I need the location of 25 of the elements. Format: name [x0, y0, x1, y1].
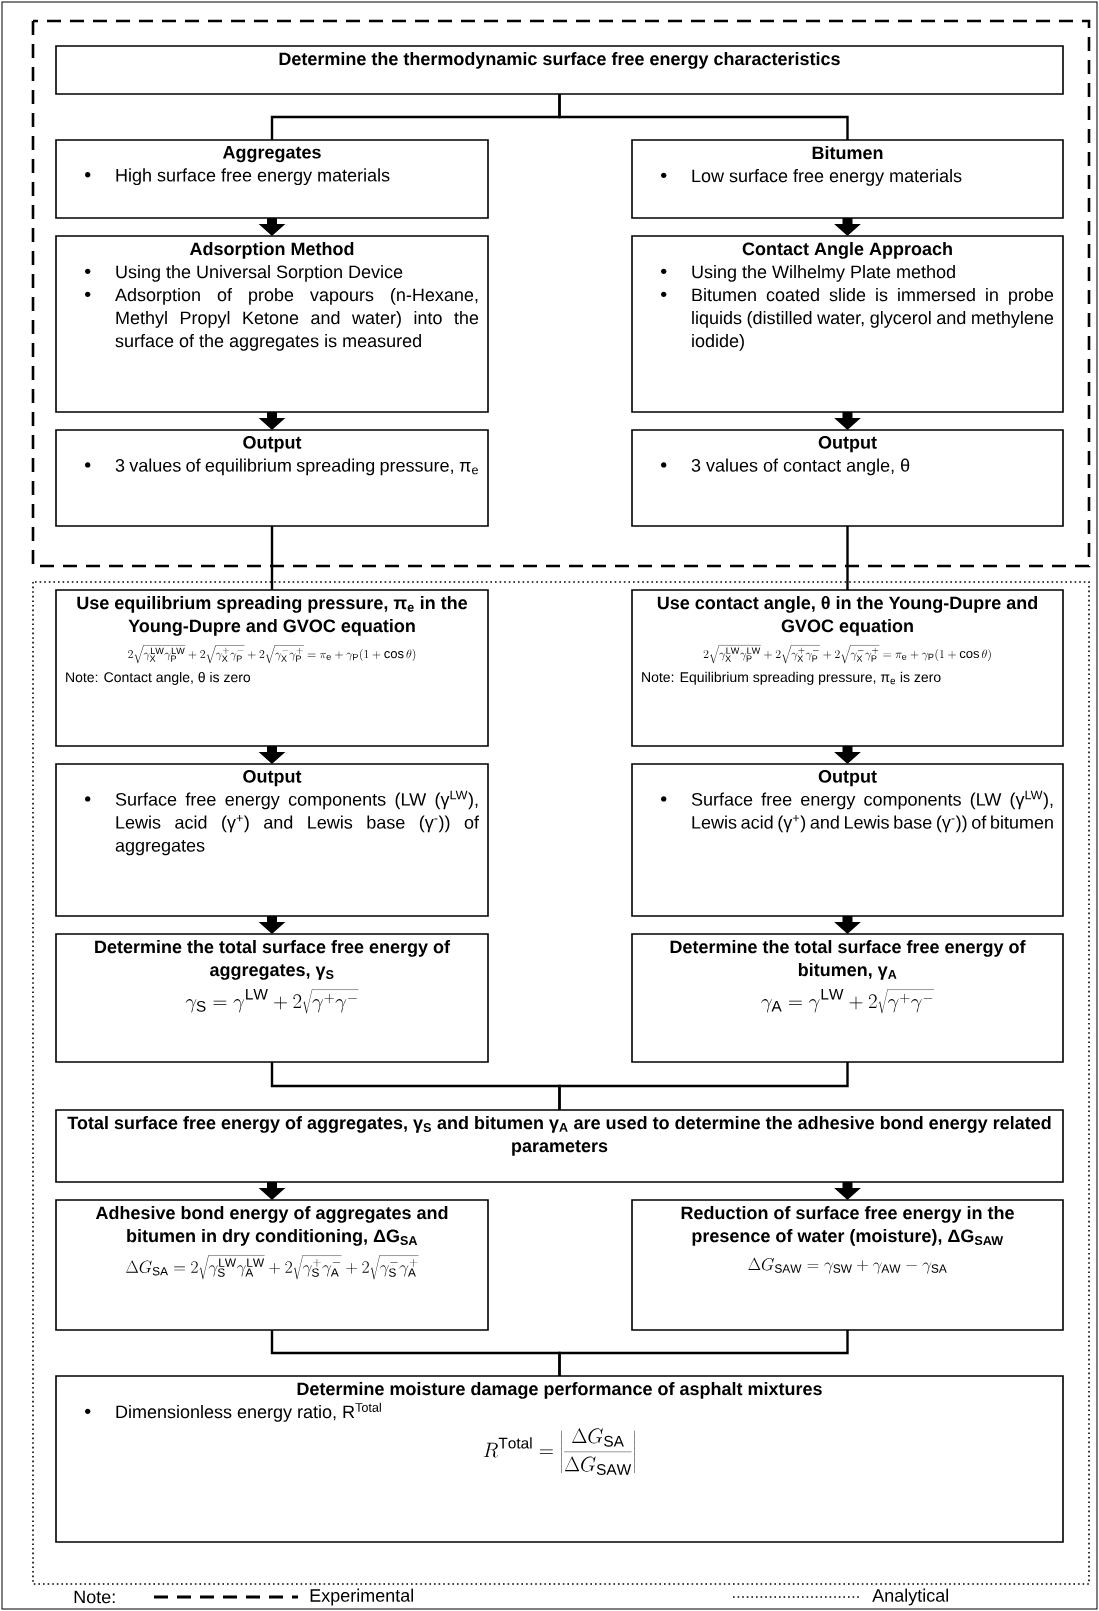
- process-box: Output Surface free energy components (LW (γ$^{LW}$), Lewis acid (γ$^{+}$) and Lewis base (γ$^{-}$)) of aggregates: [55, 763, 489, 917]
- process-box: Adhesive bond energy of aggregates and bitumen in dry conditioning, ΔG$_{SA}$ $\Delta G_{\mathrm{SA}}=2\sqrt{\gamma_{\mathrm{S}}^{\mathrm{LW}}\gamma_{\mathrm{A}}^{\mathrm{LW}}}+2\sqrt{\gamma_{\mathrm{S}}^{+}\gamma_{\mathrm{A}}^{-}}+2\sqrt{\gamma_{\mathrm{S}}^{-}\gamma_{\mathrm{A}}^{+}}$: [55, 1199, 489, 1331]
- process-box: Contact Angle Approach Using the Wilhelmy Plate method Bitumen coated slide is immersed in probe liquids (distilled water, glycerol and methylene iodide): [631, 235, 1064, 413]
- connector: [558, 1062, 849, 1110]
- connector: [846, 526, 849, 590]
- process-box: Reduction of surface free energy in the presence of water (moisture), ΔG$_{SAW}$ $\Delta G_{\mathrm{SAW}}=\gamma_{\mathrm{SW}}+\gamma_{\mathrm{AW}}-\gamma_{\mathrm{SA}}$: [631, 1199, 1064, 1331]
- process-box: Output 3 values of contact angle, θ: [631, 429, 1064, 527]
- legend-label: Analytical: [872, 1588, 948, 1606]
- process-box: Determine the total surface free energy of bitumen, γ$_{A}$ $\gamma_{\mathrm{A}}=\gamma^{\mathrm{LW}}+2\sqrt{\gamma^{+}\gamma^{-}}$: [631, 933, 1064, 1063]
- connector: [270, 526, 274, 590]
- connector: [558, 94, 849, 140]
- process-box: Use equilibrium spreading pressure, π$_{e}$ in the Young-Dupre and GVOC equation $2\sqrt{\gamma_{\mathrm{X}}^{\mathrm{LW}}\gamma_{\mathrm{P}}^{\mathrm{LW}}}+2\sqrt{\gamma_{\mathrm{X}}^{+}\gamma_{\mathrm{P}}^{-}}+2\sqrt{\gamma_{\mathrm{X}}^{-}\gamma_{\mathrm{P}}^{+}}=\pi_{\mathrm{e}}+\gamma_{\mathrm{P}}(1+\cos\theta)$ Note: Contact angle, θ is zero: [55, 589, 489, 747]
- process-box: Determine the total surface free energy of aggregates, γ$_{S}$ $\gamma_{\mathrm{S}}=\gamma^{\mathrm{LW}}+2\sqrt{\gamma^{+}\gamma^{-}}$: [55, 933, 489, 1063]
- process-box: Output 3 values of equilibrium spreading pressure, π$_{e}$: [55, 429, 489, 527]
- process-box: Bitumen Low surface free energy materials: [631, 139, 1064, 219]
- process-box: Output Surface free energy components (LW (γ$^{LW}$), Lewis acid (γ$^{+}$) and Lewis base (γ$^{-}$)) of bitumen: [631, 763, 1064, 917]
- note-label: Note:: [74, 1590, 115, 1604]
- process-box: Determine the thermodynamic surface free energy characteristics: [55, 45, 1064, 95]
- process-box: Aggregates High surface free energy materials: [55, 139, 489, 219]
- process-box: Use contact angle, θ in the Young-Dupre and GVOC equation $2\sqrt{\gamma_{\mathrm{X}}^{\mathrm{LW}}\gamma_{\mathrm{P}}^{\mathrm{LW}}}+2\sqrt{\gamma_{\mathrm{X}}^{+}\gamma_{\mathrm{P}}^{-}}+2\sqrt{\gamma_{\mathrm{X}}^{-}\gamma_{\mathrm{P}}^{+}}=\pi_{\mathrm{e}}+\gamma_{\mathrm{P}}(1+\cos\theta)$ Note: Equilibrium spreading pressure, π$_{e}$ is zero: [631, 589, 1064, 747]
- process-box: Adsorption Method Using the Universal Sorption Device Adsorption of probe vapours (n-Hexane, Methyl Propyl Ketone and water) into the surface of the aggregates is measured: [55, 235, 489, 413]
- connector: [558, 1330, 849, 1376]
- process-box: Total surface free energy of aggregates, γ$_{S}$ and bitumen γ$_{A}$ are used to determine the adhesive bond energy related parameters: [55, 1109, 1064, 1183]
- process-box: Determine moisture damage performance of asphalt mixtures Dimensionless energy ratio, R$^{Total}$ $R^{\mathrm{Total}}=\left|\frac{\Delta G_{\mathrm{SA}}}{\Delta G_{\mathrm{SAW}}}\right|$: [55, 1375, 1064, 1543]
- legend-label: Experimental: [310, 1588, 414, 1606]
